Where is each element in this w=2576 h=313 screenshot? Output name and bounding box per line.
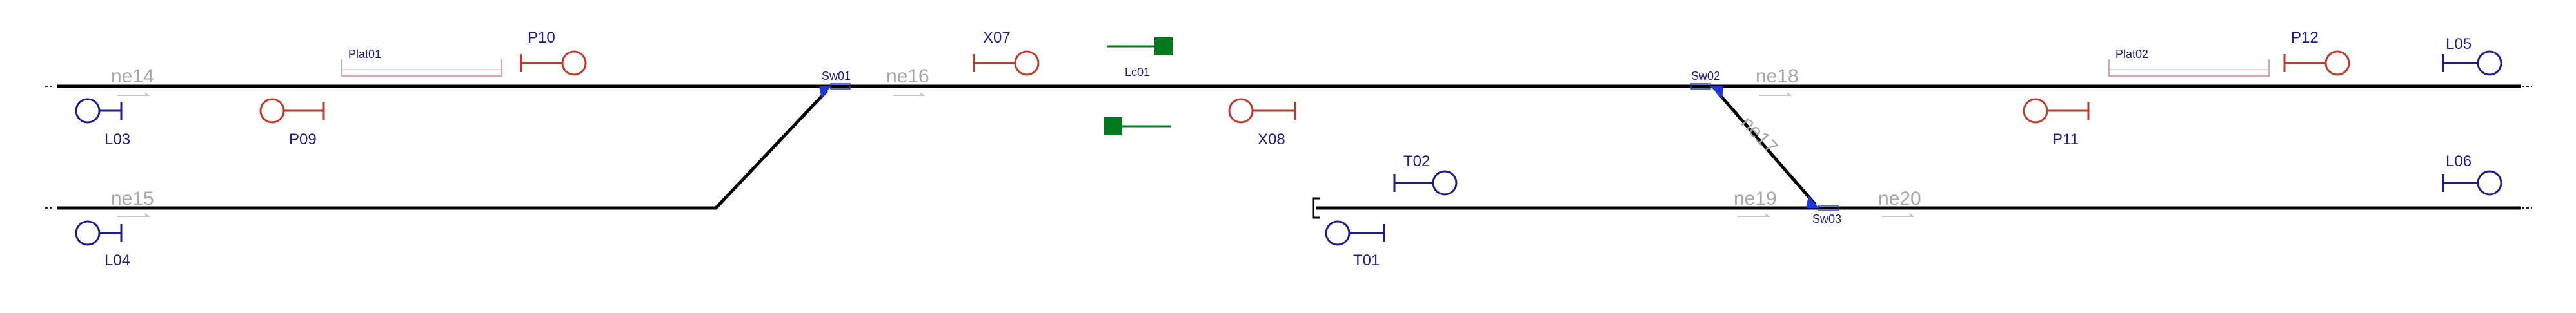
track-end-markers	[45, 86, 2532, 209]
signal-p10[interactable]	[520, 50, 587, 76]
signal-lamp-icon	[1228, 98, 1254, 124]
signal-lamp-icon	[2477, 170, 2502, 196]
track-lower-left-branch[interactable]	[57, 90, 828, 210]
signal-x07[interactable]	[973, 50, 1040, 76]
signal-label: P11	[2052, 131, 2079, 148]
signal-lamp-icon	[1325, 220, 1351, 246]
signal-t01[interactable]	[1325, 220, 1385, 246]
section-label-ne14[interactable]: ne14	[111, 66, 154, 87]
tracks	[57, 84, 2521, 210]
signal-lamp-icon	[75, 220, 101, 246]
signal-x08[interactable]	[1228, 98, 1296, 124]
switch-sw03[interactable]: Sw03	[1806, 196, 1841, 225]
switch-point-icon	[819, 86, 831, 99]
switch-point-icon	[1710, 86, 1723, 99]
signal-label: P09	[289, 131, 317, 148]
buffer-stop	[1312, 197, 1320, 219]
signal-p09[interactable]	[259, 98, 325, 124]
switch-point-icon	[1806, 196, 1819, 208]
signal-lamp-icon	[1014, 50, 1040, 76]
signal-label: T02	[1403, 153, 1430, 170]
signal-label: X08	[1258, 131, 1285, 148]
platform-label: Plat01	[348, 48, 381, 61]
signal-t02[interactable]	[1393, 170, 1458, 196]
section-label-ne18[interactable]: ne18	[1756, 66, 1799, 87]
level-crossing-label: Lc01	[1125, 66, 1150, 79]
section-label-ne20[interactable]: ne20	[1878, 188, 1921, 209]
direction-arrow	[117, 92, 150, 96]
signal-p12[interactable]	[2283, 50, 2350, 76]
switch-label: Sw03	[1812, 213, 1841, 225]
signal-l06[interactable]	[2442, 170, 2502, 196]
platform-plat01[interactable]: Plat01	[341, 48, 502, 77]
direction-arrow	[893, 92, 926, 96]
signal-l03[interactable]	[75, 98, 123, 124]
direction-arrow	[1759, 92, 1792, 96]
signal-lamp-icon	[2477, 50, 2502, 76]
platform-label: Plat02	[2115, 48, 2148, 61]
barrier-icon	[1154, 37, 1173, 55]
switch-label: Sw02	[1691, 70, 1720, 82]
direction-arrow	[117, 213, 150, 217]
signal-lamp-icon	[259, 98, 285, 124]
signal-lamp-icon	[1432, 170, 1458, 196]
section-label-ne15[interactable]: ne15	[111, 188, 154, 209]
level-crossing-lc01[interactable]: Lc01	[1104, 37, 1173, 135]
switch-sw02[interactable]: Sw02	[1690, 70, 1723, 99]
signal-label: L06	[2446, 153, 2472, 170]
switch-sw01[interactable]: Sw01	[819, 70, 851, 99]
signal-label: T01	[1353, 252, 1380, 269]
signal-lamp-icon	[561, 50, 587, 76]
track-lower-right-branch[interactable]	[1716, 90, 1817, 206]
signal-label: X07	[983, 29, 1011, 46]
signal-lamp-icon	[2023, 98, 2048, 124]
signal-l04[interactable]	[75, 220, 123, 246]
signal-label: L05	[2446, 35, 2472, 53]
signal-label: L03	[104, 131, 130, 148]
section-label-ne19[interactable]: ne19	[1734, 188, 1777, 209]
signal-l05[interactable]	[2442, 50, 2502, 76]
signal-lamp-icon	[2324, 50, 2350, 76]
direction-arrow	[1882, 213, 1915, 217]
platform-plat02[interactable]: Plat02	[2108, 48, 2270, 77]
barrier-icon	[1104, 117, 1122, 135]
signal-label: L04	[104, 252, 130, 269]
section-label-ne16[interactable]: ne16	[886, 66, 929, 87]
signal-label: P10	[528, 29, 555, 46]
switch-label: Sw01	[822, 70, 851, 82]
signal-lamp-icon	[75, 98, 101, 124]
signal-p11[interactable]	[2023, 98, 2090, 124]
signal-label: P12	[2291, 29, 2319, 46]
direction-arrow	[1738, 213, 1770, 217]
direction-arrows	[117, 92, 1915, 217]
section-label-ne17[interactable]: ne17	[1737, 112, 1782, 158]
